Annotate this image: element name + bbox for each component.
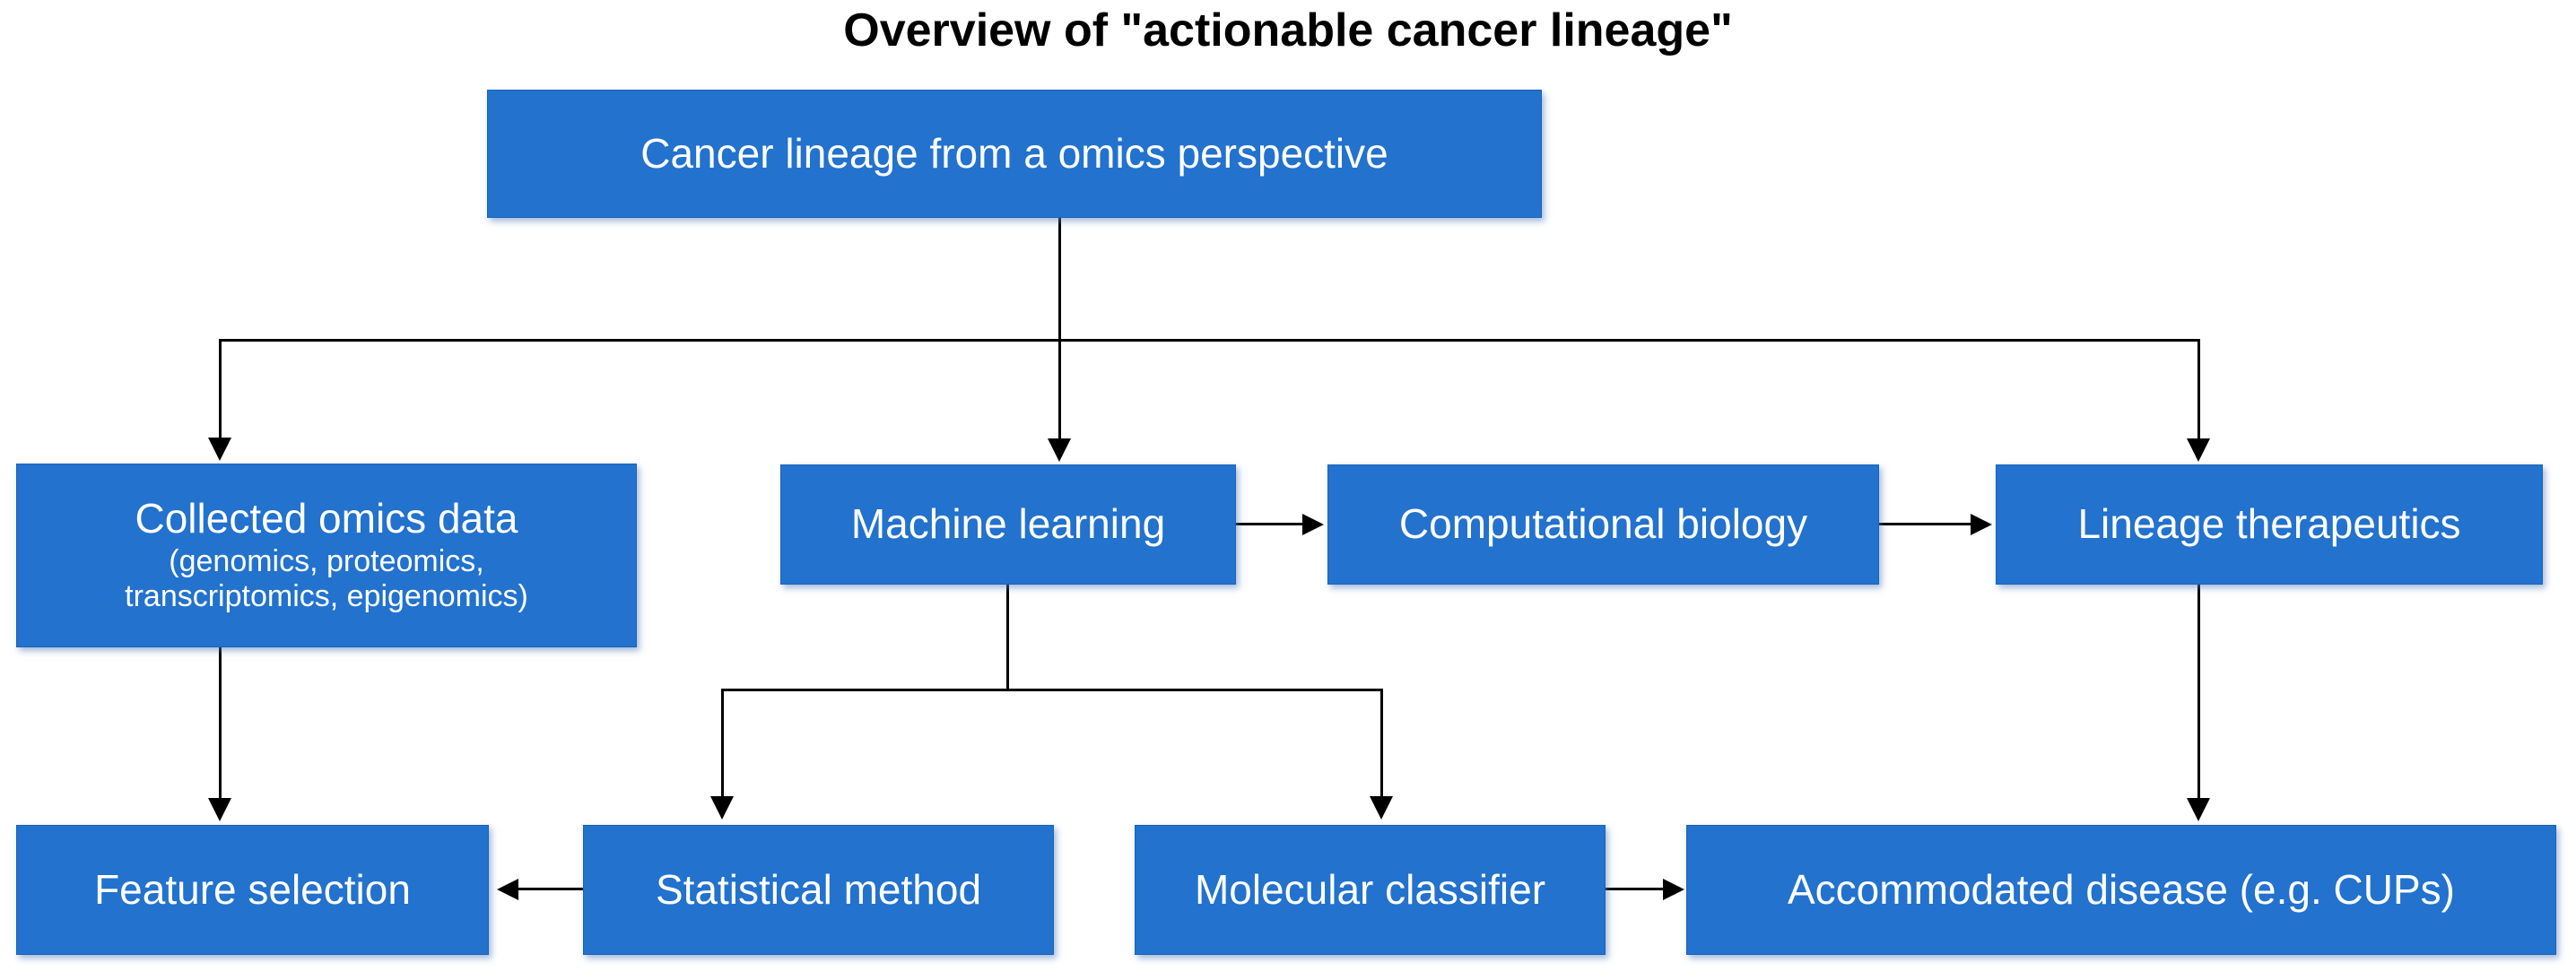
node-label: Lineage therapeutics <box>2077 500 2461 548</box>
node-machine-learning[interactable]: Machine learning <box>780 464 1236 585</box>
arrowhead-ml-to-computational-biology <box>1302 514 1324 535</box>
connector-root-to-machine-learning <box>1058 339 1061 440</box>
connector-molecular-classifier-to-accommodated-disease <box>1606 888 1667 890</box>
connector-root-to-omics <box>219 339 222 439</box>
node-label: Statistical method <box>655 865 982 913</box>
connector-ml-bus <box>722 689 1383 691</box>
connector-root-stem <box>1058 218 1061 341</box>
connector-lineage-to-accommodated-disease <box>2197 585 2200 800</box>
connector-ml-stem <box>1006 585 1009 690</box>
arrowhead-root-to-lineage-therapeutics <box>2187 438 2210 462</box>
node-lineage-therapeutics[interactable]: Lineage therapeutics <box>1996 464 2543 585</box>
arrowhead-ml-to-statistical-method <box>710 796 734 820</box>
node-label: Computational biology <box>1398 500 1808 548</box>
node-label: Machine learning <box>850 500 1166 548</box>
arrowhead-omics-to-feature-selection <box>208 798 231 821</box>
arrowhead-molecular-classifier-to-accommodated-disease <box>1663 879 1684 900</box>
arrowhead-statistical-method-to-feature-selection <box>497 879 518 900</box>
connector-root-bus <box>220 339 2200 342</box>
node-label: Feature selection <box>94 865 411 913</box>
node-statistical-method[interactable]: Statistical method <box>583 825 1054 955</box>
node-computational-biology[interactable]: Computational biology <box>1327 464 1879 585</box>
arrowhead-ml-to-molecular-classifier <box>1370 796 1393 820</box>
node-accommodated-disease[interactable]: Accommodated disease (e.g. CUPs) <box>1686 825 2556 955</box>
node-molecular-classifier[interactable]: Molecular classifier <box>1135 825 1606 955</box>
connector-ml-to-statistical-method <box>721 689 724 798</box>
arrowhead-root-to-machine-learning <box>1048 438 1071 462</box>
connector-statistical-method-to-feature-selection <box>518 888 585 890</box>
node-cancer-lineage-omics-perspective[interactable]: Cancer lineage from a omics perspective <box>487 90 1542 218</box>
connector-ml-to-computational-biology <box>1236 523 1306 525</box>
connector-computational-biology-to-lineage <box>1879 523 1974 525</box>
arrowhead-lineage-to-accommodated-disease <box>2187 798 2210 821</box>
connector-ml-to-molecular-classifier <box>1380 689 1383 798</box>
connector-root-to-lineage-therapeutics <box>2197 339 2200 440</box>
connector-omics-to-feature-selection <box>219 647 222 800</box>
page-title: Overview of "actionable cancer lineage" <box>843 4 1733 56</box>
arrowhead-root-to-omics <box>208 438 231 461</box>
node-sublabel-line-1: (genomics, proteomics, <box>169 543 484 578</box>
node-feature-selection[interactable]: Feature selection <box>16 825 489 955</box>
node-label: Cancer lineage from a omics perspective <box>640 129 1388 177</box>
node-label: Accommodated disease (e.g. CUPs) <box>1788 865 2455 913</box>
node-collected-omics-data[interactable]: Collected omics data (genomics, proteomi… <box>16 464 637 647</box>
arrowhead-computational-biology-to-lineage <box>1971 514 1992 535</box>
node-label: Collected omics data <box>135 495 518 542</box>
node-sublabel-line-2: transcriptomics, epigenomics) <box>125 579 528 614</box>
node-label: Molecular classifier <box>1194 865 1546 913</box>
